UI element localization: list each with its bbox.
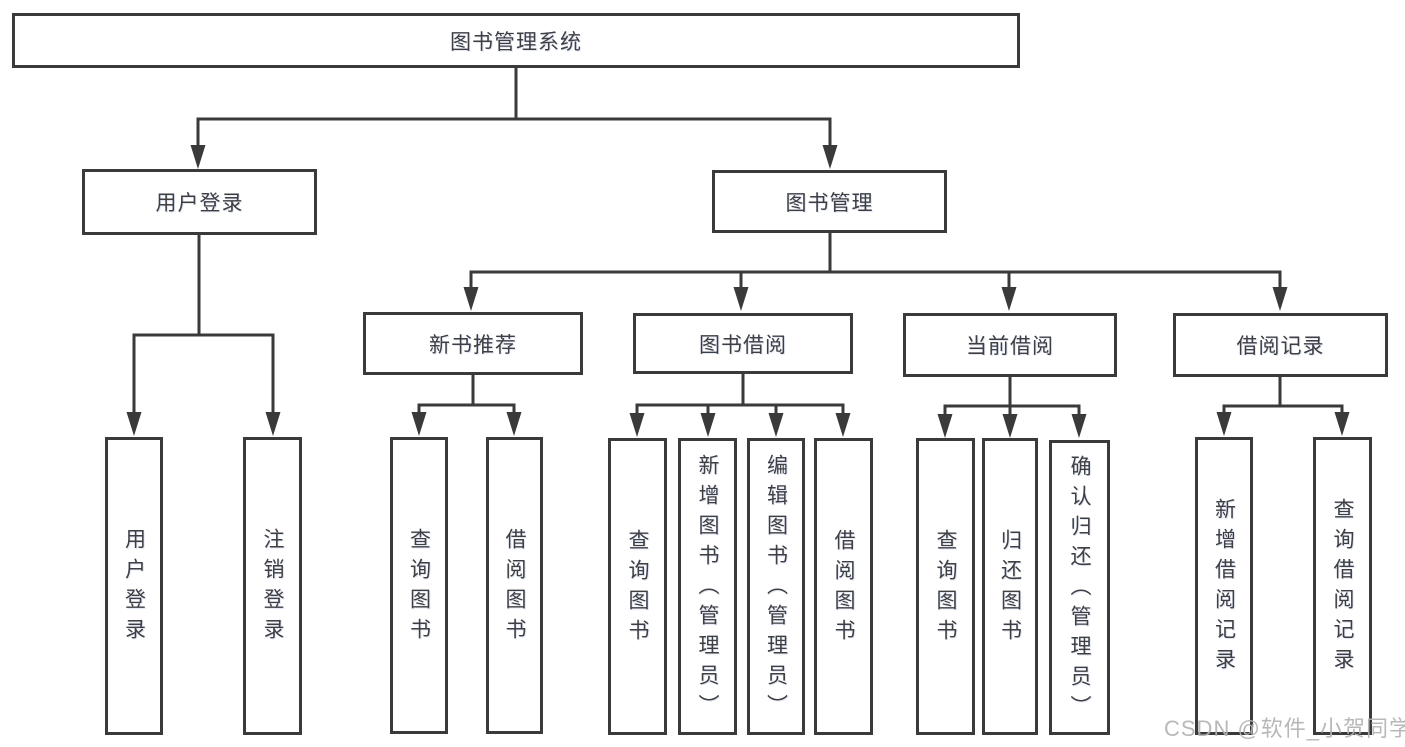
leaf-edit-books-admin: 编辑图书（管理员） xyxy=(747,438,805,735)
node-new-book-recommend: 新书推荐 xyxy=(363,312,583,375)
arrowhead-icons xyxy=(126,145,1350,438)
csdn-watermark: CSDN @软件_小贺同学 xyxy=(1164,716,1405,741)
leaf-logout: 注销登录 xyxy=(243,437,302,735)
leaf-confirm-return-admin: 确认归还（管理员） xyxy=(1049,440,1110,735)
leaf-user-login: 用户登录 xyxy=(105,437,163,735)
leaf-add-books-admin: 新增图书（管理员） xyxy=(678,438,737,735)
tree-edges xyxy=(132,67,1344,416)
node-book-management: 图书管理 xyxy=(712,170,947,233)
leaf-return-books: 归还图书 xyxy=(982,438,1038,735)
leaf-query-books-recommend: 查询图书 xyxy=(390,437,448,734)
node-library-management-system: 图书管理系统 xyxy=(12,13,1020,68)
node-user-login: 用户登录 xyxy=(82,169,317,235)
leaf-add-borrow-record: 新增借阅记录 xyxy=(1195,437,1253,735)
node-current-borrowing: 当前借阅 xyxy=(903,313,1117,377)
leaf-borrow-books: 借阅图书 xyxy=(814,438,873,735)
leaf-query-books-current: 查询图书 xyxy=(916,438,975,735)
node-book-borrowing: 图书借阅 xyxy=(633,313,853,374)
leaf-query-borrow-record: 查询借阅记录 xyxy=(1313,437,1372,735)
node-borrowing-records: 借阅记录 xyxy=(1173,313,1388,377)
leaf-query-books-borrow: 查询图书 xyxy=(608,438,667,735)
leaf-borrow-books-recommend: 借阅图书 xyxy=(486,437,543,734)
